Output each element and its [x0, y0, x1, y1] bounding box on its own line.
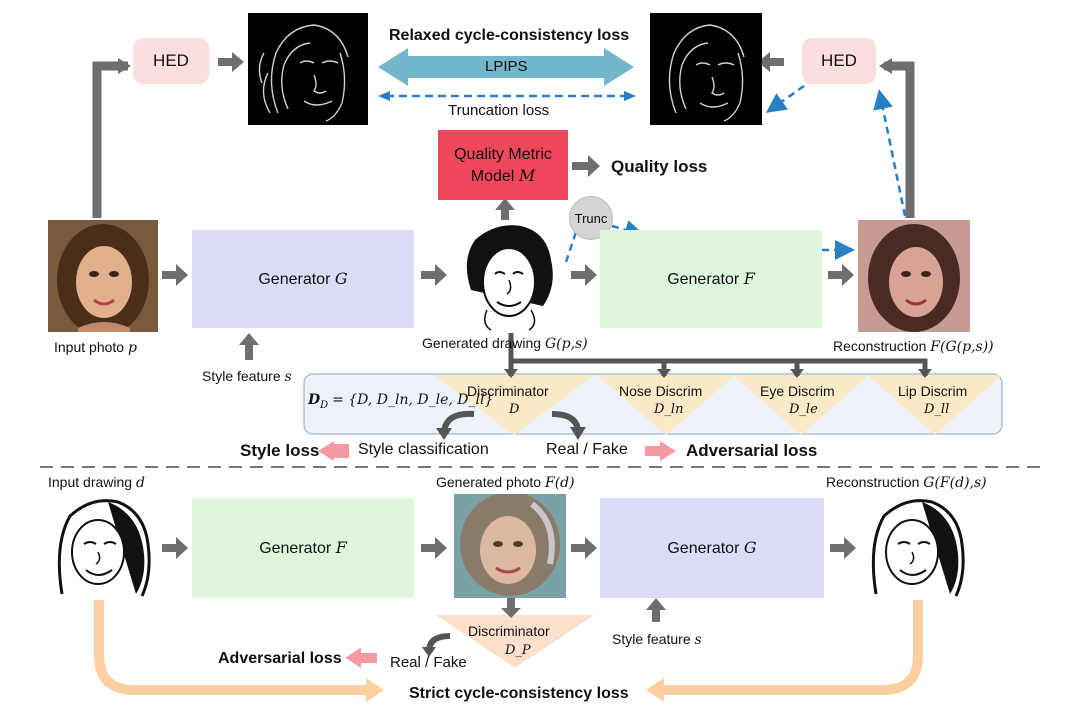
- bottom-discriminator-triangle: [436, 615, 594, 668]
- lip-discrim-name: Lip Discrim: [898, 383, 968, 399]
- hed-right-label: HED: [821, 51, 857, 70]
- generator-f-bottom-label: Generator F: [259, 538, 347, 557]
- lip-discrim-triangle: [868, 375, 1002, 435]
- adversarial-loss-top-label: Adversarial loss: [686, 441, 818, 460]
- strict-left-line: [94, 600, 370, 695]
- reconstruction-image: [858, 220, 970, 332]
- quality-metric-line1: Quality Metric: [454, 145, 552, 163]
- style-feature-bottom-label: Style feature s: [612, 631, 702, 648]
- reconstruction-bottom-label: Reconstruction G(F(d),s): [826, 474, 987, 491]
- photo-to-hed-line: [92, 61, 128, 218]
- reconstruction-top-label: Reconstruction F(G(p,s)): [833, 338, 994, 355]
- generator-g-bottom: Generator G: [600, 498, 824, 598]
- discriminator-triangle: [434, 375, 594, 435]
- strict-right-line: [660, 600, 923, 695]
- generated-drawing-label: Generated drawing G(p,s): [422, 335, 588, 352]
- recon-to-hed-line: [884, 61, 915, 218]
- style-feature-top-label: Style feature s: [202, 368, 292, 385]
- hed-box-right: HED: [802, 38, 876, 84]
- lpips-label: LPIPS: [485, 58, 528, 75]
- eye-discrim-name: Eye Discrim: [760, 383, 835, 399]
- quality-metric-line2: Model M: [470, 165, 536, 185]
- generator-f-top-label: Generator F: [667, 269, 755, 288]
- real-fake-top-label: Real / Fake: [546, 441, 628, 458]
- bottom-discriminator-symbol: D_P: [505, 643, 531, 658]
- disc-distribution-line: [508, 333, 928, 376]
- edge-map-left: [248, 13, 368, 125]
- input-photo-label: Input photo p: [54, 339, 137, 356]
- hed-left-label: HED: [153, 51, 189, 70]
- hed-box-left: HED: [133, 38, 209, 84]
- adversarial-loss-bottom-label: Adversarial loss: [218, 650, 342, 667]
- discriminator-d-name: Discriminator: [467, 383, 549, 399]
- nose-discrim-triangle: [597, 375, 735, 435]
- trunc-label: Trunc: [574, 210, 608, 226]
- eye-discrim-symbol: D_le: [789, 402, 818, 417]
- generator-g-bottom-label: Generator G: [667, 538, 757, 557]
- input-drawing-label: Input drawing d: [48, 474, 145, 491]
- style-classification-label: Style classification: [358, 441, 489, 458]
- trunc-node: Trunc: [569, 196, 613, 240]
- quality-loss-label: Quality loss: [611, 157, 708, 176]
- input-drawing-image: [48, 494, 156, 598]
- lpips-double-arrow: [378, 48, 634, 86]
- generated-photo-label: Generated photo F(d): [436, 474, 575, 491]
- generator-g-top-label: Generator G: [258, 269, 348, 288]
- bottom-discriminator-name: Discriminator: [468, 623, 550, 639]
- nose-discrim-name: Nose Discrim: [619, 383, 703, 399]
- generator-f-top: Generator F: [600, 230, 822, 328]
- eye-discrim-triangle: [733, 375, 869, 435]
- input-photo-image: [48, 220, 158, 332]
- generator-f-bottom: Generator F: [192, 498, 414, 598]
- nose-discrim-symbol: D_ln: [654, 402, 684, 417]
- discriminator-d-symbol: D: [509, 402, 520, 417]
- relaxed-loss-label: Relaxed cycle-consistency loss: [389, 27, 630, 44]
- lip-discrim-symbol: D_ll: [924, 402, 950, 417]
- disc-set-label: DD = {D, D_ln, D_le, D_ll}: [308, 392, 494, 411]
- reconstruction-drawing-image: [864, 494, 968, 598]
- generated-photo-image: [454, 494, 566, 598]
- generated-drawing-image: [451, 220, 565, 332]
- generator-g-top: Generator G: [192, 230, 414, 328]
- adversarial-loss-arrow: [645, 441, 676, 461]
- style-loss-label: Style loss: [240, 441, 320, 460]
- strict-loss-label: Strict cycle-consistency loss: [409, 685, 629, 702]
- edge-map-right: [650, 13, 762, 125]
- real-fake-bottom-label: Real / Fake: [390, 654, 467, 671]
- truncation-loss-label: Truncation loss: [448, 102, 550, 119]
- quality-metric-box: Quality Metric Model M: [438, 130, 568, 200]
